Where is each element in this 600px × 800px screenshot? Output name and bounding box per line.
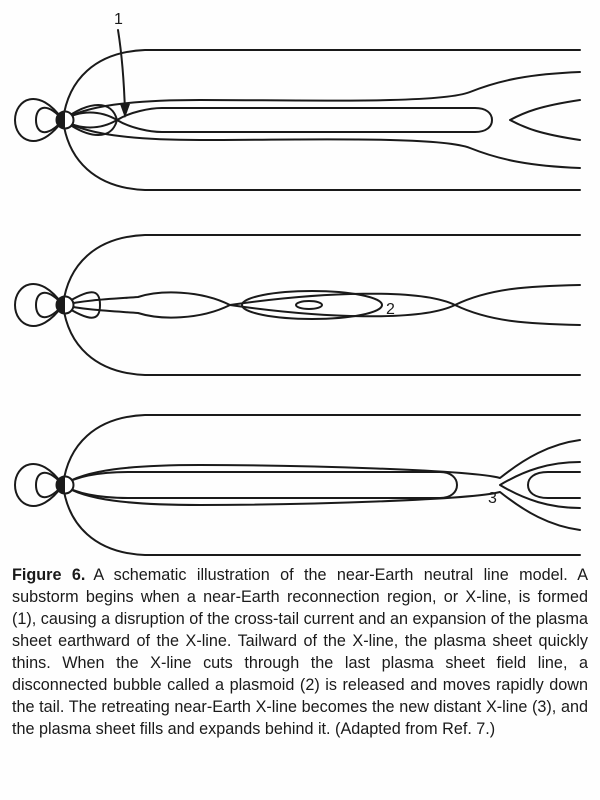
figure-caption: Figure 6.A schematic illustration of the… <box>12 564 588 740</box>
dayside-field-line <box>14 98 64 142</box>
panel-1: 1 <box>14 11 581 191</box>
x-line-label-1: 1 <box>114 11 123 28</box>
tail-field-line <box>499 461 581 509</box>
earth-icon <box>55 475 75 495</box>
inner-field-line <box>62 284 581 318</box>
tail-field-line <box>509 99 581 141</box>
dayside-field-line <box>14 463 64 507</box>
inner-field-line <box>62 439 581 486</box>
outer-field-line <box>62 484 581 556</box>
distant-plasma-loop <box>527 471 581 499</box>
dayside-field-line <box>35 292 64 318</box>
closed-field-line <box>62 291 101 319</box>
plasma-sheet-loop <box>62 471 458 499</box>
earth-icon <box>55 110 75 130</box>
plasma-sheet-loop <box>62 107 493 133</box>
figure-label: Figure 6. <box>12 566 86 584</box>
plasmoid-inner-loop <box>295 300 323 310</box>
outer-field-line <box>62 414 581 486</box>
panel-3: 3 <box>14 414 581 556</box>
dayside-field-line <box>35 472 64 498</box>
plasmoid-outer-loop <box>241 290 383 320</box>
earth-icon <box>55 295 75 315</box>
inner-field-line <box>62 292 581 326</box>
outer-field-line <box>62 119 581 191</box>
outer-field-line <box>62 304 581 376</box>
outer-field-line <box>62 49 581 121</box>
inner-field-line <box>62 119 581 169</box>
inner-field-line <box>62 484 581 531</box>
inner-field-line <box>62 71 581 121</box>
pointer-arrow-line <box>117 29 126 113</box>
magnetosphere-diagram: 1 2 3 <box>14 11 581 556</box>
caption-text: A schematic illustration of the near-Ear… <box>12 566 588 738</box>
dayside-field-line <box>35 107 64 133</box>
plasmoid-label-2: 2 <box>386 301 395 318</box>
outer-field-line <box>62 234 581 306</box>
pointer-arrow-head <box>120 104 130 118</box>
dayside-field-line <box>14 283 64 327</box>
x-line-label-3: 3 <box>488 490 497 507</box>
panel-2: 2 <box>14 234 581 376</box>
closed-field-line <box>62 104 118 136</box>
